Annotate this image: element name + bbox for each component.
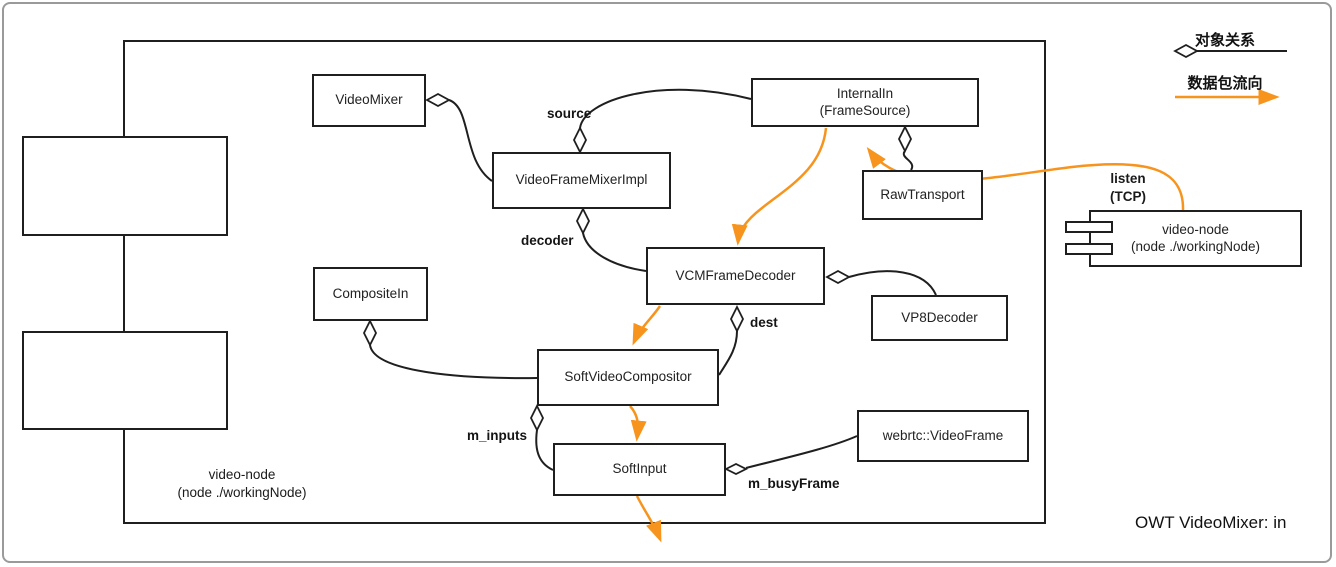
legend-data-flow-label: 数据包流向: [1187, 75, 1263, 92]
flow-softinput-out-arrow: [635, 495, 662, 543]
container-port-top: [22, 136, 228, 236]
node-compositein: CompositeIn: [313, 267, 428, 321]
edge-label-m-inputs: m_inputs: [467, 428, 528, 443]
edge-compositein: [369, 344, 538, 380]
node-label: RawTransport: [880, 186, 965, 202]
edge-label-listen-line1: listen: [1110, 171, 1146, 186]
node-video-node-component: video-node (node ./workingNode): [1089, 210, 1302, 267]
component-port-icon: [1065, 221, 1113, 233]
diamond-icon: [897, 124, 913, 154]
edge-dest: [718, 330, 738, 376]
flow-compositor-softinput-arrow: [629, 405, 647, 442]
object-relation-edges: [369, 88, 937, 471]
edge-m-inputs: [535, 429, 554, 471]
node-label: SoftVideoCompositor: [564, 369, 692, 385]
node-softvideocompositor: SoftVideoCompositor: [537, 349, 719, 406]
node-label: SoftInput: [612, 461, 667, 477]
node-softinput: SoftInput: [553, 443, 726, 496]
node-videoframemixerimpl: VideoFrameMixerImpl: [492, 152, 671, 209]
edge-label-listen: listen (TCP): [1088, 170, 1168, 205]
diamond-icon: [729, 304, 745, 334]
diamond-icon: [362, 318, 378, 348]
node-label: VideoMixer: [335, 92, 403, 108]
diamond-icon: [572, 125, 588, 155]
edge-decoder: [582, 232, 647, 272]
component-port-icon: [1065, 243, 1113, 255]
node-label: VCMFrameDecoder: [675, 267, 796, 283]
container-label: video-node (node ./workingNode): [152, 466, 332, 501]
legend-object-relation-label: 对象关系: [1194, 32, 1255, 49]
legend-diamond-icon: [1173, 43, 1199, 59]
edge-vp8decoder: [848, 270, 937, 296]
edge-label-listen-line2: (TCP): [1110, 188, 1146, 204]
diamond-icon: [723, 462, 749, 476]
video-node-container: [123, 40, 1046, 524]
node-label: VP8Decoder: [901, 309, 978, 325]
node-vp8decoder: VP8Decoder: [871, 295, 1008, 341]
legend-icons: [1173, 43, 1287, 105]
edge-label-dest: dest: [750, 315, 778, 330]
node-label: video-node: [1162, 221, 1229, 237]
aggregation-diamond-icons: [362, 92, 913, 476]
edge-source: [579, 88, 752, 129]
node-internalin: InternalIn (FrameSource): [751, 78, 979, 127]
edge-label-m-busyframe: m_busyFrame: [748, 476, 840, 491]
edge-m-busyframe: [745, 435, 858, 469]
container-label-line1: video-node: [208, 467, 276, 482]
container-port-bottom: [22, 331, 228, 430]
node-webrtc-videoframe: webrtc::VideoFrame: [857, 410, 1029, 462]
edge-rawtransport: [902, 150, 914, 171]
node-videomixer: VideoMixer: [312, 74, 426, 127]
flow-internalin-vcm-arrow: [731, 127, 828, 246]
node-sublabel: (node ./workingNode): [1130, 238, 1261, 254]
diamond-icon: [825, 269, 851, 285]
edge-videomixer-vfmi: [448, 99, 493, 182]
edge-label-source: source: [547, 106, 592, 121]
node-label: webrtc::VideoFrame: [882, 427, 1004, 443]
diamond-icon: [529, 403, 545, 433]
node-vcmframedecoder: VCMFrameDecoder: [646, 247, 825, 305]
node-label: CompositeIn: [332, 285, 409, 301]
node-sublabel: (FrameSource): [819, 102, 911, 118]
edge-label-decoder: decoder: [521, 233, 574, 248]
node-rawtransport: RawTransport: [862, 170, 983, 220]
diagram-title: OWT VideoMixer: in: [1135, 513, 1287, 532]
node-label: VideoFrameMixerImpl: [515, 172, 648, 188]
diamond-icon: [425, 92, 451, 108]
diamond-icon: [575, 206, 591, 236]
node-label: InternalIn: [836, 85, 894, 101]
flow-vcm-compositor-arrow: [632, 305, 662, 346]
container-label-line2: (node ./workingNode): [177, 484, 307, 500]
